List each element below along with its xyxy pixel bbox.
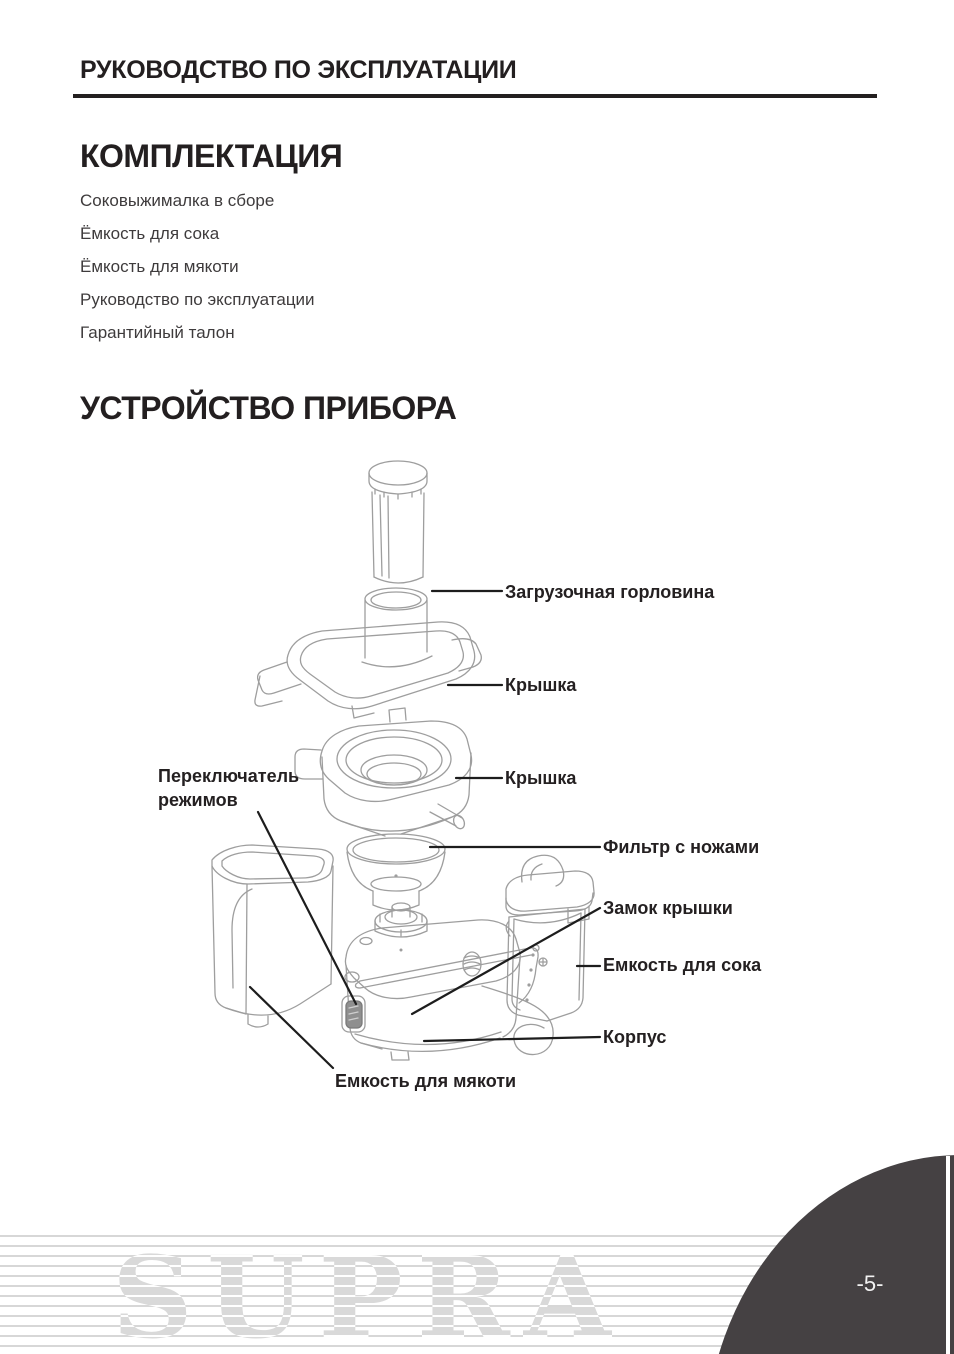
list-item: Руководство по эксплуатации: [80, 290, 315, 309]
label-pulp-container: Емкость для мякоти: [335, 1071, 517, 1091]
page-title: РУКОВОДСТВО ПО ЭКСПЛУАТАЦИИ: [80, 56, 517, 84]
motor-body-art: [341, 902, 554, 1061]
label-feed-chute: Загрузочная горловина: [505, 582, 715, 602]
label-mode-switch: Переключатель режимов: [158, 766, 300, 810]
leader-lines: [248, 589, 602, 1070]
label-juice-container: Емкость для сока: [603, 955, 762, 975]
package-list: Соковыжималка в сборе Ёмкость для сока Ё…: [80, 184, 315, 349]
pusher-art: [368, 460, 428, 584]
filter-art: [346, 833, 446, 911]
collector-lid-art: [294, 707, 473, 837]
section-title-device: УСТРОЙСТВО ПРИБОРА: [80, 390, 457, 426]
juice-container-art: [505, 854, 595, 1022]
brand-watermark: SUPRA: [112, 1233, 625, 1354]
pulp-container-art: [211, 844, 334, 1028]
label-lid-top: Крышка: [505, 675, 577, 695]
feed-chute-lid-art: [254, 587, 482, 719]
page-number: -5-: [856, 1271, 884, 1296]
label-lid-lock: Замок крышки: [603, 898, 733, 918]
label-filter-blades: Фильтр с ножами: [603, 837, 760, 857]
brand-watermark-stripe-overlay: SUPRA: [112, 1233, 625, 1354]
label-lid-middle: Крышка: [505, 768, 577, 788]
footer-graphics: SUPRA SUPRA: [112, 1155, 954, 1354]
footer-corner-shape: [718, 1155, 954, 1354]
list-item: Ёмкость для мякоти: [80, 257, 239, 276]
label-body: Корпус: [603, 1027, 667, 1047]
section-title-package: КОМПЛЕКТАЦИЯ: [80, 138, 343, 174]
list-item: Гарантийный талон: [80, 323, 235, 342]
list-item: Соковыжималка в сборе: [80, 191, 275, 210]
header-divider: [73, 94, 877, 98]
list-item: Ёмкость для сока: [80, 224, 220, 243]
